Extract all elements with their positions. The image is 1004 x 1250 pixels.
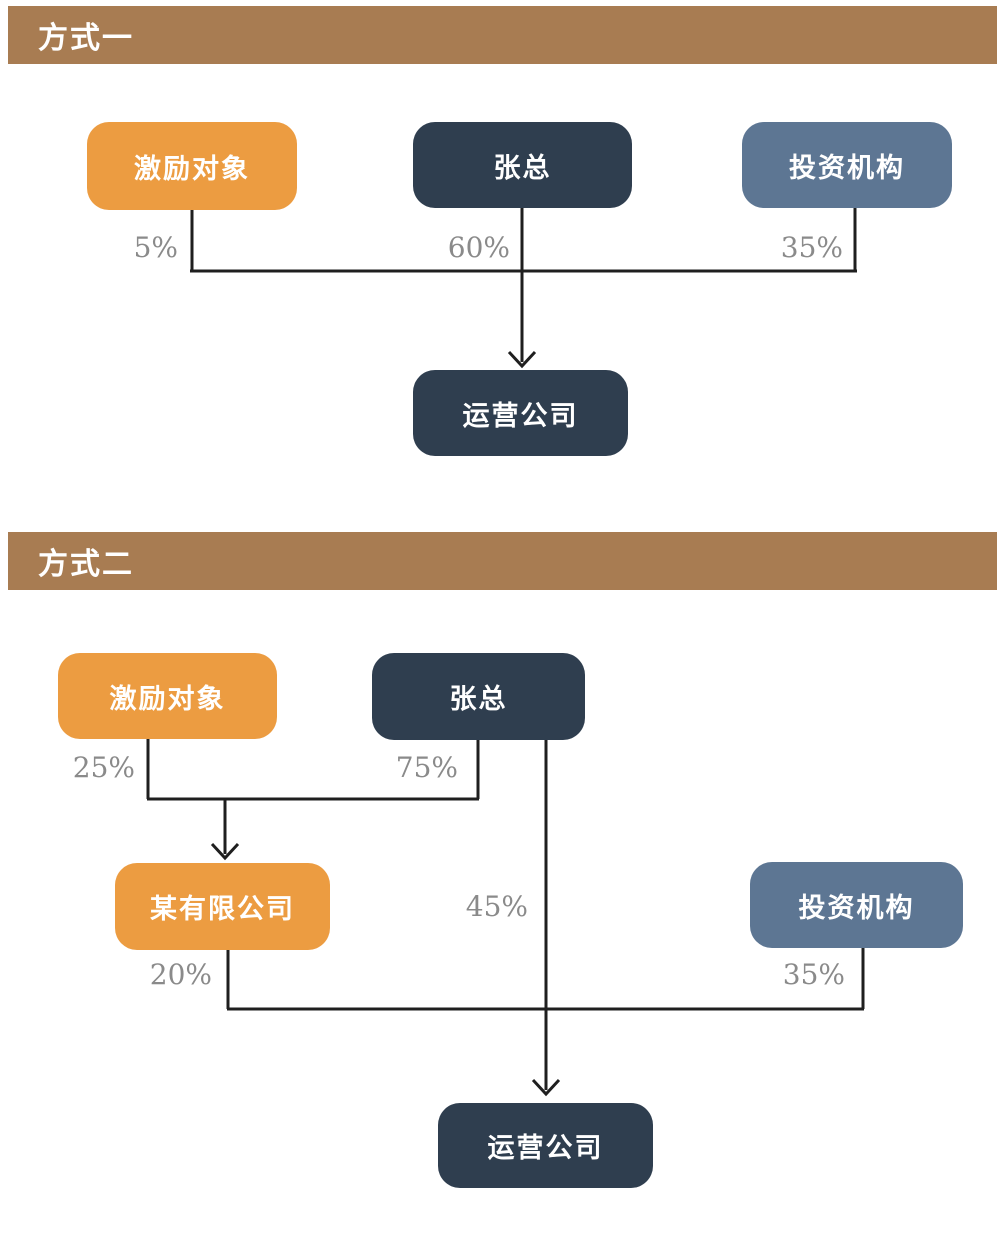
section-header-method1: 方式一 xyxy=(8,6,997,64)
node-holding-company-m2: 某有限公司 xyxy=(115,863,330,950)
node-investor-m1: 投资机构 xyxy=(742,122,952,208)
node-label: 张总 xyxy=(493,152,552,183)
node-label: 某有限公司 xyxy=(150,894,295,924)
edge-label-20pct: 20% xyxy=(149,958,212,991)
node-label: 运营公司 xyxy=(487,1133,604,1163)
section-title: 方式二 xyxy=(38,548,134,581)
edge-line xyxy=(190,208,857,362)
method1-connectors xyxy=(190,208,857,369)
edge-label-35pct-m2: 35% xyxy=(782,958,845,991)
node-zhang-m1: 张总 xyxy=(413,122,632,208)
node-label: 张总 xyxy=(449,684,508,714)
section-title: 方式一 xyxy=(38,22,134,55)
node-investor-m2: 投资机构 xyxy=(750,862,963,948)
node-incentive-target-m2: 激励对象 xyxy=(58,653,277,739)
node-label: 激励对象 xyxy=(109,683,226,714)
node-label: 激励对象 xyxy=(134,153,250,184)
node-label: 投资机构 xyxy=(789,152,905,183)
node-zhang-m2: 张总 xyxy=(372,653,585,740)
edge-label-5pct: 5% xyxy=(133,231,178,264)
node-label: 运营公司 xyxy=(462,400,579,431)
edge-label-45pct: 45% xyxy=(465,890,528,923)
edge-label-25pct: 25% xyxy=(72,751,135,784)
edge-label-75pct: 75% xyxy=(395,751,458,784)
arrow-down-icon xyxy=(531,1078,561,1097)
section-header-method2: 方式二 xyxy=(8,532,997,590)
node-operating-company-m2: 运营公司 xyxy=(438,1103,653,1188)
node-label: 投资机构 xyxy=(798,892,915,923)
edge-label-35pct-m1: 35% xyxy=(780,231,843,264)
node-operating-company-m1: 运营公司 xyxy=(413,370,628,456)
arrow-down-icon xyxy=(507,350,537,369)
node-incentive-target-m1: 激励对象 xyxy=(87,122,297,210)
arrow-down-icon xyxy=(210,842,240,861)
edge-label-60pct: 60% xyxy=(447,231,510,264)
